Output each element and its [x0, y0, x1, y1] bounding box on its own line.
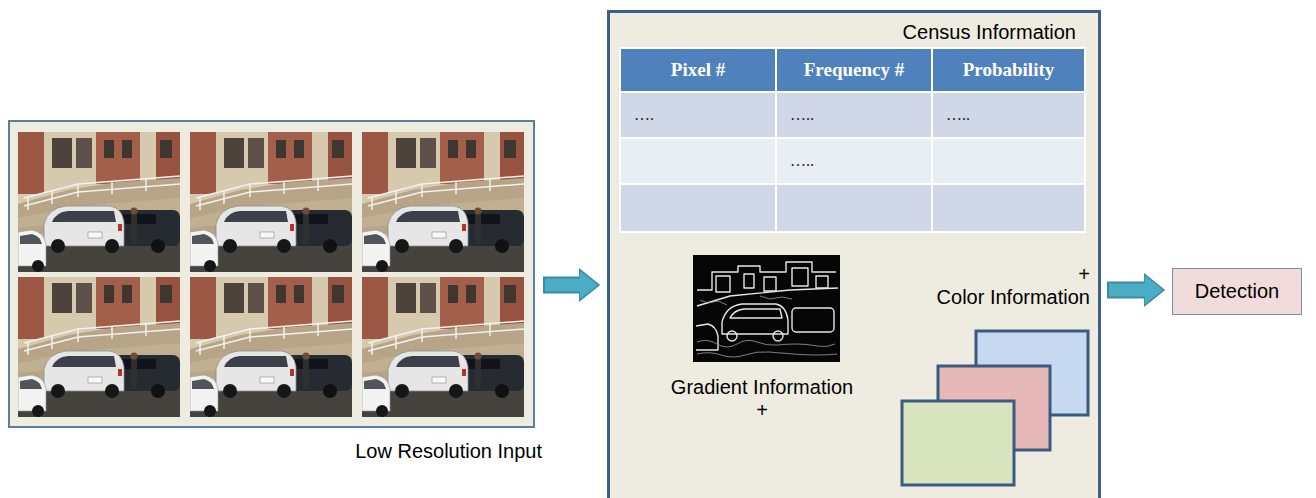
input-frames — [362, 277, 524, 417]
feature-caption: + Color Information — [880, 263, 1090, 309]
gradient-image — [716, 276, 730, 292]
flow-arrow — [543, 277, 580, 294]
table-cell: ….. — [776, 152, 932, 170]
census-table — [620, 184, 776, 232]
output-label: Detection — [1173, 280, 1301, 303]
color-channels — [902, 401, 1014, 485]
flow-arrow — [1107, 282, 1145, 299]
gradient-image — [697, 352, 837, 357]
gradient-image — [696, 262, 838, 350]
input-caption: Low Resolution Input — [282, 440, 542, 463]
census-table — [620, 48, 776, 92]
gradient-image — [697, 296, 837, 357]
flow-arrow — [1109, 284, 1145, 297]
gradient-image — [792, 268, 808, 286]
gradient-image — [730, 309, 782, 318]
census-table — [620, 92, 776, 138]
input-frames — [18, 277, 180, 417]
census-table — [620, 48, 1085, 232]
gradient-image — [773, 331, 783, 341]
gradient-image — [722, 304, 788, 334]
gradient-image — [792, 308, 834, 332]
gradient-image — [816, 276, 828, 288]
feature-caption: Gradient Information + — [652, 376, 872, 422]
census-table — [776, 92, 932, 138]
gradient-image — [700, 300, 727, 305]
input-frames — [362, 132, 524, 272]
gradient-image — [760, 296, 792, 299]
label-layer: Pixel #Frequency #Probability….…..…..….. — [0, 0, 1316, 138]
census-table — [776, 184, 932, 232]
table-cell: …. — [620, 106, 776, 124]
gradient-image — [693, 255, 840, 362]
panel-heading: Census Information — [866, 21, 1076, 44]
gradient-image — [696, 324, 718, 350]
column-header: Frequency # — [776, 59, 932, 81]
flow-arrow — [1107, 290, 1145, 291]
column-header: Probability — [932, 59, 1085, 81]
census-table — [776, 48, 932, 92]
gradient-image — [764, 277, 776, 291]
census-table — [776, 138, 932, 184]
census-table — [932, 92, 1085, 138]
output-box: Detection — [1172, 268, 1302, 315]
column-header: Pixel # — [620, 59, 776, 81]
input-frames — [190, 277, 352, 417]
gradient-image — [744, 274, 754, 288]
flow-arrow — [543, 285, 580, 286]
gradient-image — [693, 255, 840, 362]
flow-arrow — [545, 279, 580, 292]
census-table — [620, 138, 776, 184]
table-cell: ….. — [776, 106, 932, 124]
input-frames — [18, 132, 180, 272]
census-table — [932, 184, 1085, 232]
input-frames — [190, 132, 352, 272]
table-cell: ….. — [932, 106, 1085, 124]
gradient-image — [697, 340, 835, 347]
gradient-image — [727, 331, 737, 341]
census-table — [932, 138, 1085, 184]
census-table — [932, 48, 1085, 92]
